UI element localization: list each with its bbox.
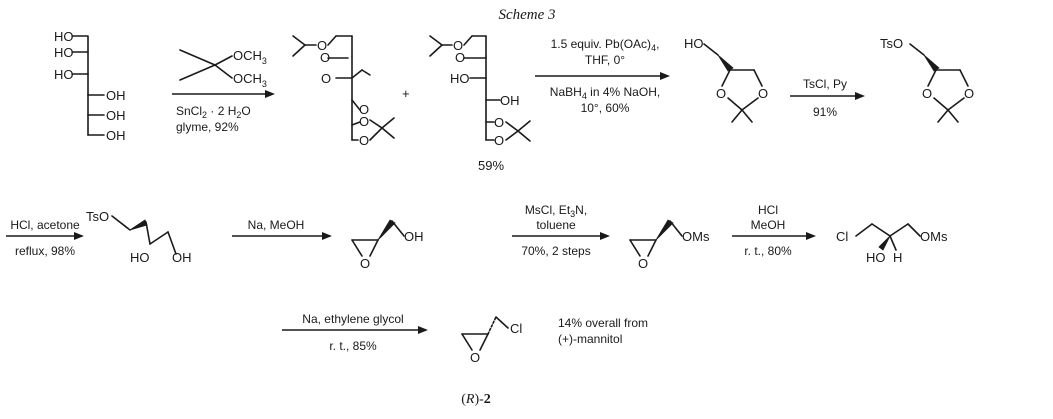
atom-oh-b4: OH <box>500 93 520 108</box>
step3-condition-2: 91% <box>813 105 837 119</box>
reaction-arrow-1 <box>172 90 275 98</box>
tosyl-diol-structure: TsO HO OH <box>86 209 192 265</box>
glycidol-structure: O OH <box>351 219 424 271</box>
atom-ho-sk: HO <box>684 36 704 51</box>
methoxy-bottom: OCH3 <box>233 71 267 89</box>
step7-condition-2: MeOH <box>751 218 786 232</box>
atom-ho-ch: HO <box>866 250 886 265</box>
atom-o-b6: O <box>494 133 504 148</box>
atom-oms-ch: OMs <box>920 229 948 244</box>
tosyl-solketal-structure: TsO O O <box>880 36 974 123</box>
atom-oh-5: OH <box>106 108 126 123</box>
atom-h-ch: H <box>893 250 902 265</box>
atom-o-a1: O <box>317 38 327 53</box>
atom-o-sk2: O <box>758 86 768 101</box>
atom-ho-diol: HO <box>130 250 150 265</box>
atom-ho-2: HO <box>54 45 74 60</box>
atom-oh-4: OH <box>106 88 126 103</box>
atom-cl-ech: Cl <box>510 321 522 336</box>
mixture-yield: 59% <box>478 158 504 173</box>
step2-condition-3: NaBH4 in 4% NaOH, <box>550 85 660 101</box>
atom-o-a4: O <box>359 102 369 117</box>
dimethoxypropane-structure: OCH3 OCH3 <box>179 48 267 89</box>
scheme-title: Scheme 3 <box>498 7 555 23</box>
atom-oh-diol: OH <box>172 250 192 265</box>
mannitol-structure: HO HO HO OH OH OH <box>54 29 126 143</box>
step4-condition-2: reflux, 98% <box>15 244 75 258</box>
step7-condition-1: HCl <box>758 203 778 217</box>
atom-o-a6: O <box>359 133 369 148</box>
atom-o-sk1: O <box>716 86 726 101</box>
atom-o-b5: O <box>494 115 504 130</box>
solketal-structure: HO O O <box>684 36 768 123</box>
reaction-arrow-8 <box>282 326 428 334</box>
step7-condition-3: r. t., 80% <box>744 244 792 258</box>
atom-tso-diol: TsO <box>86 209 109 224</box>
reaction-arrow-6 <box>512 232 610 240</box>
reaction-arrow-4 <box>6 232 84 240</box>
atom-ho-1: HO <box>54 29 74 44</box>
atom-o-a5: O <box>359 114 369 129</box>
step5-condition-1: Na, MeOH <box>248 218 305 232</box>
atom-oh-gly: OH <box>404 229 424 244</box>
atom-o-b2: O <box>455 50 465 65</box>
step1-condition-1: SnCl2 · 2 H2O <box>176 104 251 120</box>
chlorohydrin-mesylate-structure: Cl HO H OMs <box>836 223 948 265</box>
atom-oms-gm: OMs <box>682 229 710 244</box>
triacetonide-structure: O O O O O O <box>292 35 395 148</box>
overall-yield-line1: 14% overall from <box>558 316 648 330</box>
atom-o-a3: O <box>321 71 331 86</box>
atom-o-b1: O <box>453 38 463 53</box>
overall-yield-line2: (+)-mannitol <box>558 332 622 346</box>
atom-o-gly: O <box>360 256 370 271</box>
step2-condition-1: 1.5 equiv. Pb(OAc)4, <box>551 37 660 53</box>
step8-condition-1: Na, ethylene glycol <box>302 312 403 326</box>
atom-o-ts2: O <box>964 86 974 101</box>
atom-o-a2: O <box>320 50 330 65</box>
atom-o-gm: O <box>638 256 648 271</box>
atom-tso-ts: TsO <box>880 36 903 51</box>
plus-sign: + <box>402 86 410 101</box>
step3-condition-1: TsCl, Py <box>803 77 847 91</box>
atom-o-ts1: O <box>922 86 932 101</box>
epichlorohydrin-structure: O Cl <box>461 316 522 365</box>
atom-oh-6: OH <box>106 128 126 143</box>
reaction-arrow-3 <box>790 92 865 100</box>
reaction-arrow-2 <box>535 72 670 80</box>
step4-condition-1: HCl, acetone <box>10 218 80 232</box>
step1-condition-2: glyme, 92% <box>176 120 239 134</box>
reaction-arrow-7 <box>732 232 816 240</box>
step8-condition-2: r. t., 85% <box>329 339 377 353</box>
compound-label: (R)-2 <box>461 392 491 407</box>
atom-ho-3: HO <box>54 67 74 82</box>
methoxy-top: OCH3 <box>233 48 267 66</box>
glycidyl-mesylate-structure: O OMs <box>629 219 710 271</box>
atom-o-ech: O <box>470 350 480 365</box>
step6-condition-1: MsCl, Et3N, <box>525 203 587 219</box>
atom-cl-ch: Cl <box>836 229 848 244</box>
step2-condition-4: 10°, 60% <box>581 101 630 115</box>
step6-condition-3: 70%, 2 steps <box>521 244 590 258</box>
diacetonide-structure: O O HO OH O O <box>429 35 531 148</box>
step6-condition-2: toluene <box>536 218 576 232</box>
step2-condition-2: THF, 0° <box>585 53 625 67</box>
reaction-arrow-5 <box>232 232 332 240</box>
atom-ho-b3: HO <box>450 71 470 86</box>
